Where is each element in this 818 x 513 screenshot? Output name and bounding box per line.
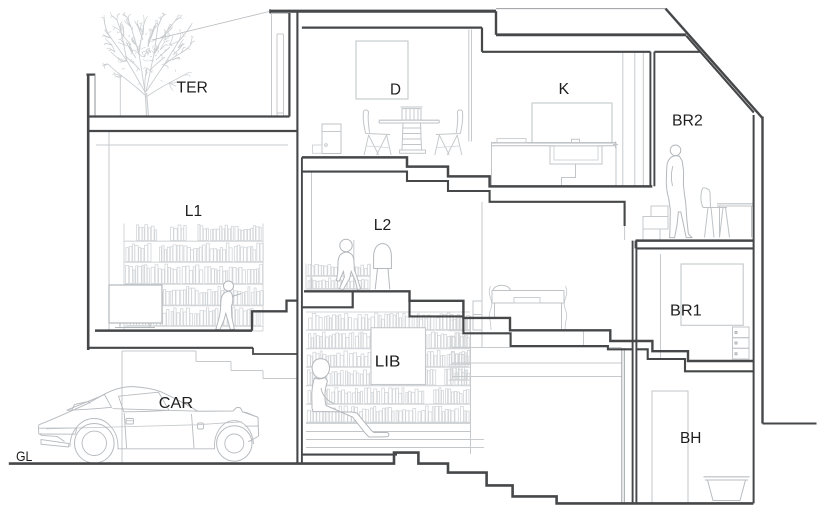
svg-text:LIB: LIB: [375, 354, 401, 371]
svg-text:BH: BH: [680, 430, 701, 447]
svg-text:CAR: CAR: [159, 395, 193, 412]
svg-text:TER: TER: [177, 79, 208, 96]
svg-text:D: D: [390, 82, 401, 99]
svg-text:GL: GL: [16, 448, 33, 464]
svg-text:K: K: [559, 81, 570, 98]
svg-text:L1: L1: [185, 203, 202, 220]
svg-text:BR1: BR1: [670, 303, 702, 320]
svg-text:L2: L2: [374, 217, 391, 234]
svg-text:BR2: BR2: [672, 113, 703, 130]
